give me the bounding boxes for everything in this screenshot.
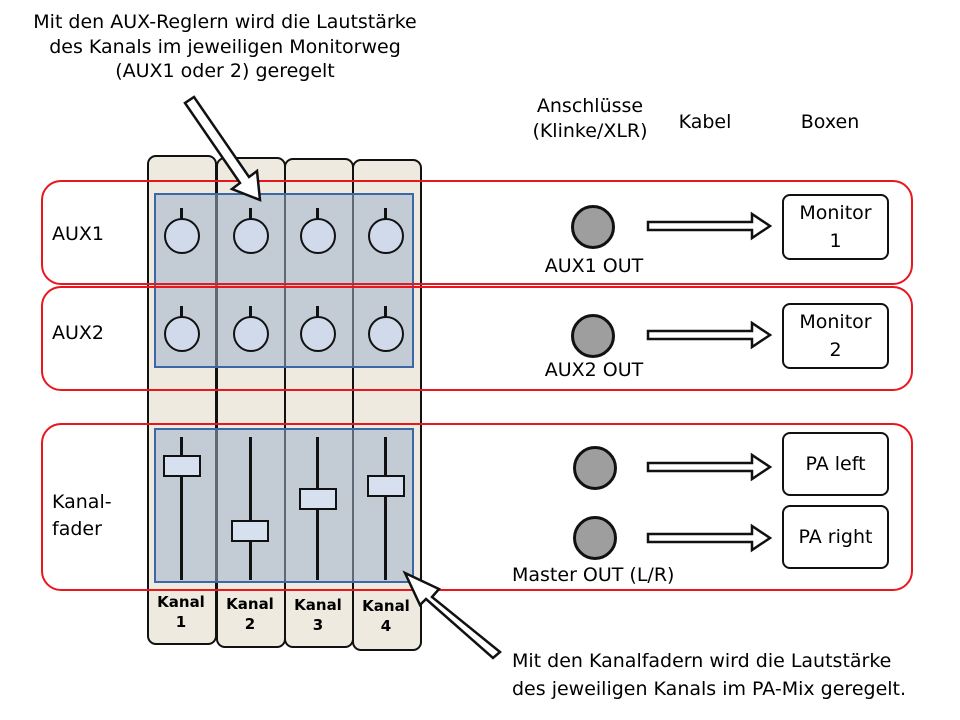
cable-arrow-pa-right bbox=[646, 523, 773, 553]
aux2-out-jack[interactable] bbox=[571, 314, 615, 358]
aux2-knob-channel-4[interactable] bbox=[368, 316, 404, 352]
channel-label-text: Kanal bbox=[294, 596, 342, 614]
cable-arrow-aux1 bbox=[646, 211, 773, 241]
channel-label-2: Kanal 2 bbox=[216, 594, 284, 635]
row-label-fader: Kanal- fader bbox=[52, 491, 112, 540]
fader-knob-channel-1[interactable] bbox=[163, 455, 201, 477]
knob-tick bbox=[249, 306, 252, 318]
aux1-row-frame bbox=[41, 180, 913, 285]
fader-track-1 bbox=[180, 437, 183, 580]
header-connections: Anschlüsse (Klinke/XLR) bbox=[532, 95, 648, 142]
knob-tick bbox=[384, 306, 387, 318]
aux1-out-jack[interactable] bbox=[571, 205, 615, 249]
aux2-knob-channel-2[interactable] bbox=[233, 316, 269, 352]
aux1-knob-channel-4[interactable] bbox=[368, 218, 404, 254]
row-label-aux2: AUX2 bbox=[52, 322, 105, 344]
knob-tick bbox=[180, 306, 183, 318]
aux2-out-label: AUX2 OUT bbox=[544, 359, 644, 381]
fader-row-frame bbox=[41, 423, 913, 591]
pa-left-box: PA left bbox=[782, 432, 889, 496]
fader-track-4 bbox=[384, 437, 387, 580]
aux1-out-label: AUX1 OUT bbox=[544, 255, 644, 277]
aux2-knob-channel-3[interactable] bbox=[300, 316, 336, 352]
header-cable: Kabel bbox=[678, 111, 732, 133]
channel-label-text: Kanal bbox=[157, 593, 205, 611]
aux2-knob-channel-1[interactable] bbox=[164, 316, 200, 352]
channel-number: 1 bbox=[175, 613, 187, 632]
monitor-1-box: Monitor 1 bbox=[782, 194, 889, 260]
fader-knob-channel-4[interactable] bbox=[367, 474, 405, 497]
fader-panel bbox=[154, 428, 414, 583]
aux-annotation: Mit den AUX-Reglern wird die Lautstärke … bbox=[33, 11, 417, 83]
channel-label-1: Kanal 1 bbox=[147, 592, 215, 633]
master-out-right-jack[interactable] bbox=[573, 516, 617, 560]
cable-arrow-pa-left bbox=[646, 452, 773, 482]
header-speakers: Boxen bbox=[800, 111, 860, 133]
knob-tick bbox=[249, 208, 252, 220]
pa-right-box: PA right bbox=[782, 505, 889, 569]
aux-pointer-arrow bbox=[183, 95, 262, 202]
channel-label-4: Kanal 4 bbox=[352, 596, 420, 637]
aux1-knob-channel-3[interactable] bbox=[300, 218, 336, 254]
master-out-left-jack[interactable] bbox=[573, 446, 617, 490]
channel-label-text: Kanal bbox=[226, 595, 274, 613]
fader-knob-channel-3[interactable] bbox=[299, 487, 337, 510]
channel-label-3: Kanal 3 bbox=[284, 595, 352, 636]
knob-tick bbox=[316, 306, 319, 318]
knob-tick bbox=[180, 208, 183, 220]
channel-number: 2 bbox=[244, 615, 256, 634]
monitor-2-box: Monitor 2 bbox=[782, 303, 889, 369]
fader-annotation: Mit den Kanalfadern wird die Lautstärke … bbox=[512, 650, 907, 700]
channel-number: 3 bbox=[312, 616, 324, 635]
master-out-label: Master OUT (L/R) bbox=[512, 564, 675, 586]
knob-tick bbox=[316, 208, 319, 220]
fader-knob-channel-2[interactable] bbox=[231, 520, 269, 542]
knob-tick bbox=[384, 208, 387, 220]
fader-pointer-arrow bbox=[402, 570, 502, 660]
channel-number: 4 bbox=[380, 617, 392, 636]
aux2-row-frame bbox=[41, 286, 913, 391]
fader-track-2 bbox=[249, 437, 252, 580]
channel-label-text: Kanal bbox=[362, 597, 410, 615]
row-label-aux1: AUX1 bbox=[52, 223, 105, 245]
aux1-knob-channel-2[interactable] bbox=[233, 218, 269, 254]
aux1-knob-channel-1[interactable] bbox=[164, 218, 200, 254]
cable-arrow-aux2 bbox=[646, 320, 773, 350]
